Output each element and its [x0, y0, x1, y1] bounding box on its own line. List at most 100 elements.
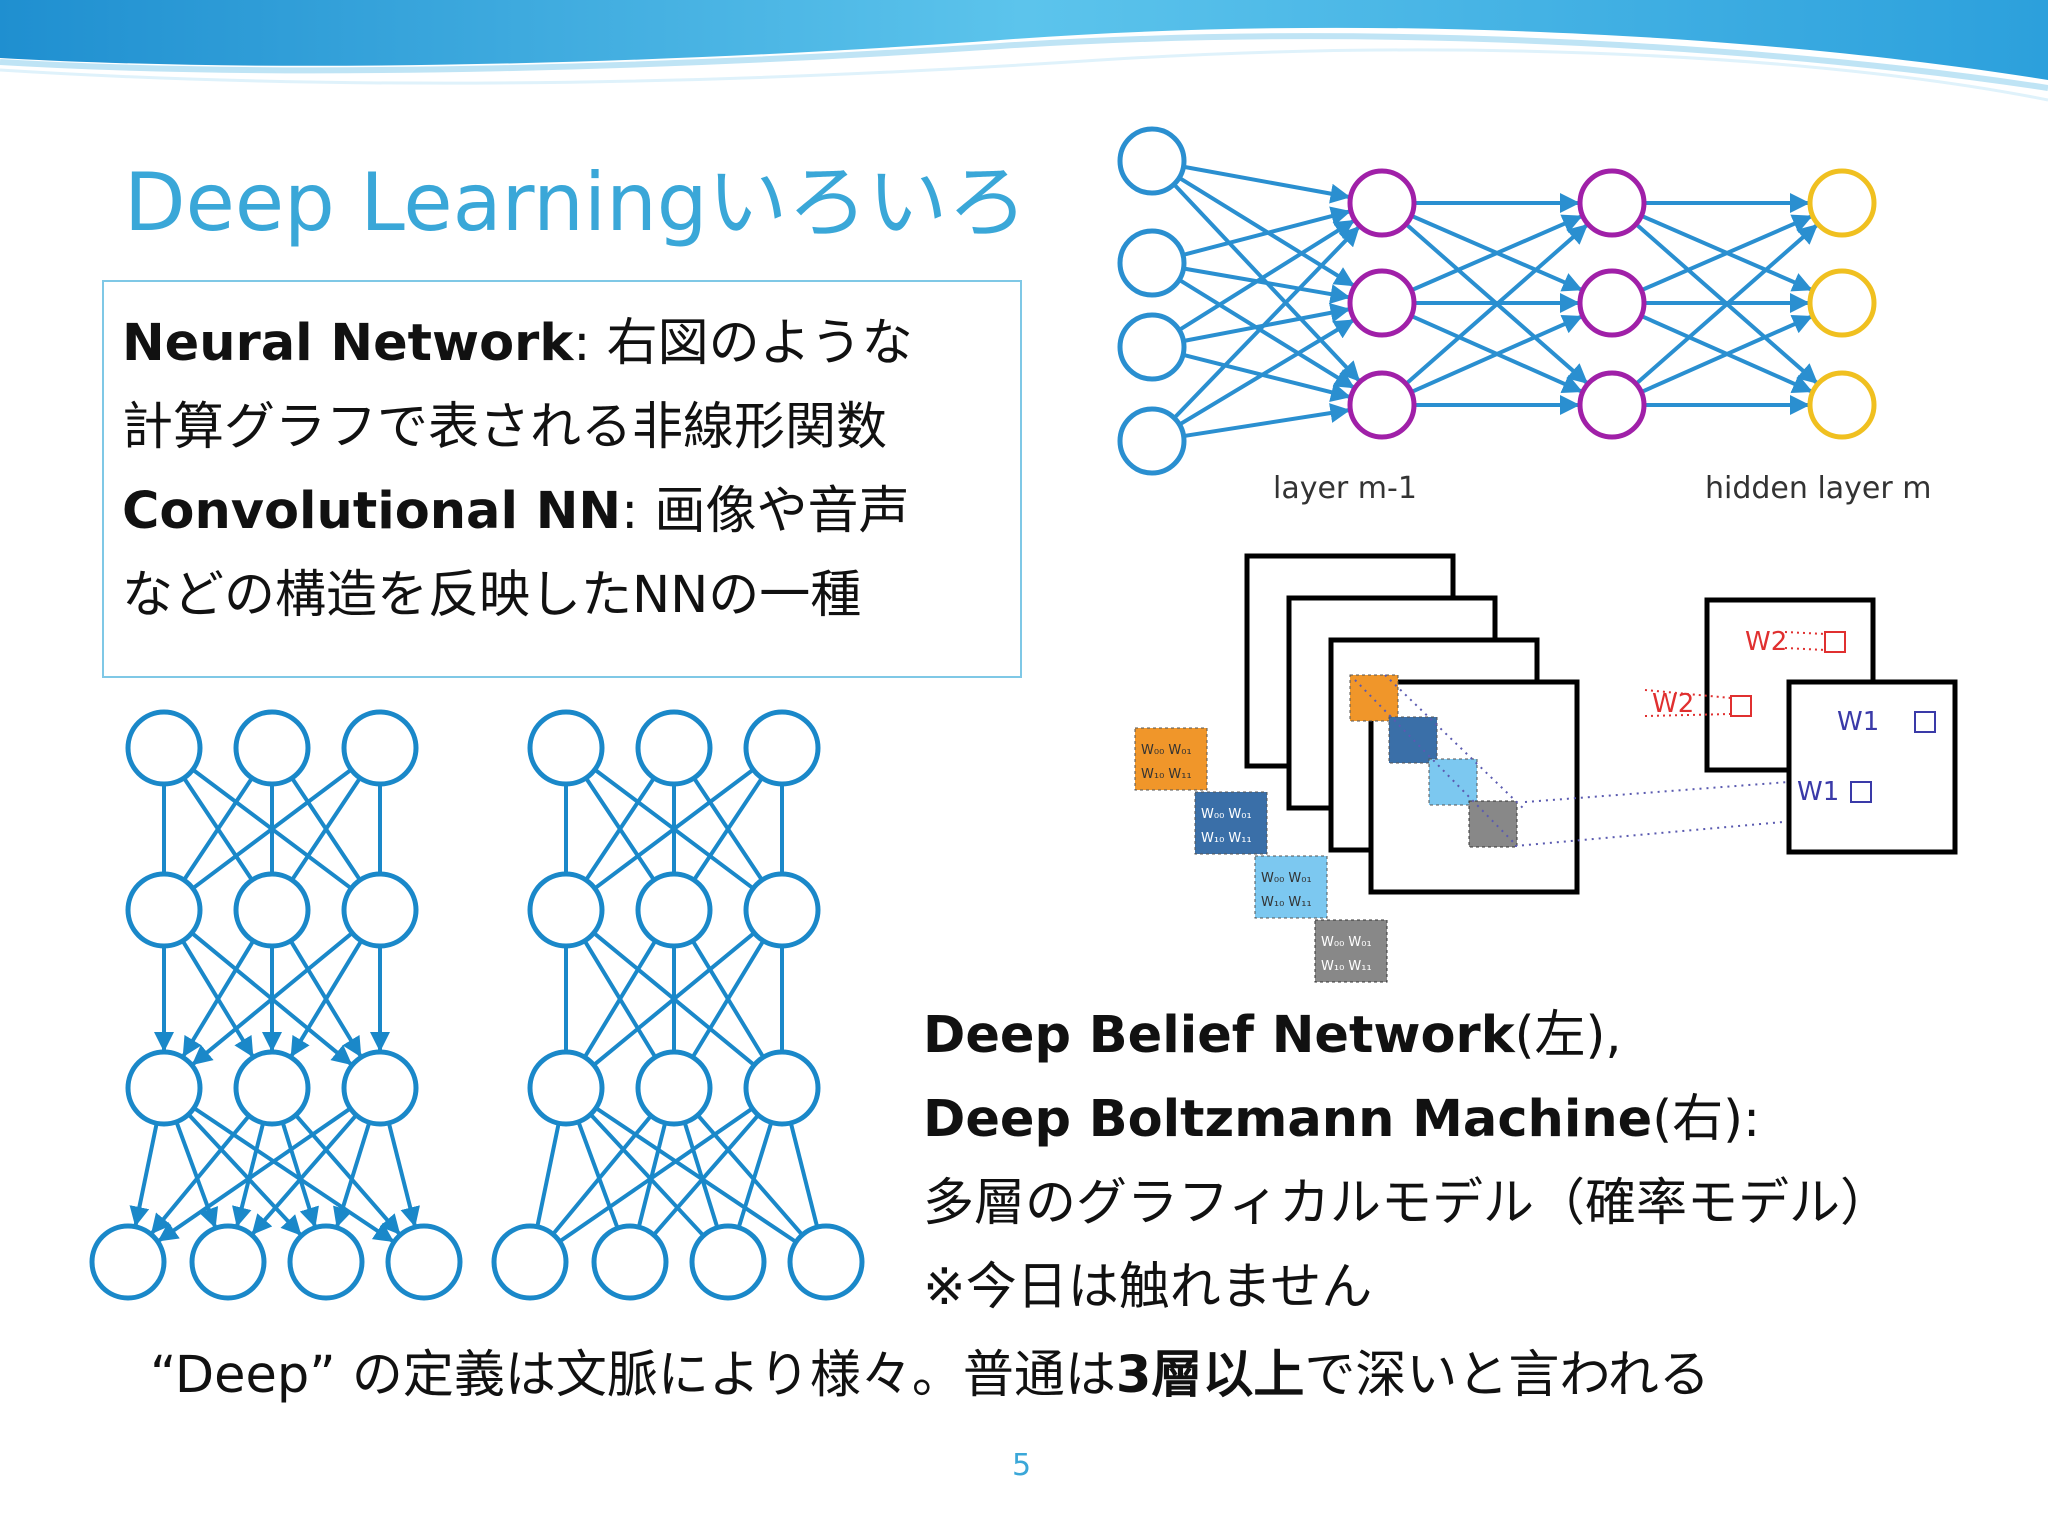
- cnn-term: Convolutional NN: [122, 482, 622, 541]
- mlp-edge: [1404, 223, 1588, 386]
- dbm-line: Deep Boltzmann Machine(右):: [923, 1094, 1760, 1145]
- input-node: [1117, 406, 1187, 476]
- cnn-desc: : 画像や音声: [621, 482, 910, 541]
- input-node: [1117, 126, 1187, 196]
- svg-text:W₀₀ W₀₁: W₀₀ W₀₁: [1261, 871, 1312, 886]
- dbn-node: [189, 1223, 267, 1301]
- dbm-node: [743, 1049, 821, 1127]
- nn-definition-line1: Neural Network: 右図のような: [122, 318, 913, 369]
- patch-gray: [1468, 800, 1518, 848]
- w1-label: W1: [1797, 777, 1839, 807]
- dbm-edge: [788, 1122, 819, 1226]
- mlp-edge: [1183, 403, 1351, 439]
- dbn-node: [287, 1223, 365, 1301]
- dbn-edge: [291, 776, 362, 880]
- dbm-node: [635, 709, 713, 787]
- dbn-node: [233, 871, 311, 949]
- header-wave: [0, 0, 2048, 102]
- dbn-edge: [157, 1106, 352, 1243]
- dbn-dbm-diagram: [89, 709, 865, 1301]
- svg-text:W₁₀ W₁₁: W₁₀ W₁₁: [1141, 767, 1192, 782]
- dbm-node: [491, 1223, 569, 1301]
- cnn-diagram: W₀₀ W₀₁ W₁₀ W₁₁ W₀₀ W₀₁ W₁₀ W₁₁ W₀₀ W₀₁ W₁₀…: [1134, 553, 1958, 983]
- dbn-node: [341, 709, 419, 787]
- output-node: [1807, 370, 1877, 440]
- dbn-node: [233, 1049, 311, 1127]
- dbm-edge: [737, 1121, 774, 1227]
- dbn-node: [125, 871, 203, 949]
- mlp-diagram: layer m-1 hidden layer m: [1117, 126, 1931, 506]
- svg-text:W₁₀ W₁₁: W₁₀ W₁₁: [1321, 959, 1372, 974]
- dbn-edge: [174, 1121, 219, 1229]
- svg-text:W₁₀ W₁₁: W₁₀ W₁₁: [1261, 895, 1312, 910]
- dbm-node: [591, 1223, 669, 1301]
- dbm-edge: [589, 1112, 704, 1236]
- dbm-edge: [637, 1122, 668, 1226]
- mlp-edge: [1634, 223, 1818, 386]
- nn-desc: : 右図のような: [573, 314, 913, 373]
- dbm-edge: [595, 767, 755, 889]
- dbm-node: [635, 1049, 713, 1127]
- mlp-edge: [1640, 214, 1813, 293]
- dbm-edge: [584, 939, 658, 1057]
- dbm-edge: [576, 1121, 619, 1228]
- dbn-edge: [251, 1113, 358, 1235]
- dbn-term: Deep Belief Network: [923, 1006, 1515, 1065]
- dbm-node: [743, 709, 821, 787]
- dbn-edge: [182, 939, 256, 1058]
- hidden-node: [1347, 370, 1417, 440]
- hidden-node: [1577, 268, 1647, 338]
- page-number: 5: [1012, 1448, 1032, 1483]
- dbn-edge: [183, 776, 254, 880]
- dbm-node: [527, 1049, 605, 1127]
- mlp-edge: [1183, 164, 1351, 204]
- dbm-edge: [535, 1122, 561, 1226]
- mlp-edge: [1178, 278, 1355, 389]
- dbm-edge: [693, 776, 764, 880]
- dbn-edge: [333, 1121, 372, 1228]
- dbm-node: [787, 1223, 865, 1301]
- patch-orange: [1349, 674, 1399, 722]
- label-hidden-layer-m: hidden layer m: [1705, 471, 1931, 506]
- dbn-node: [125, 1049, 203, 1127]
- w1-label: W1: [1837, 707, 1879, 737]
- dbn-edge: [192, 1106, 395, 1243]
- mlp-edge: [1183, 266, 1351, 304]
- cnn-definition-line1: Convolutional NN: 画像や音声: [122, 486, 909, 537]
- filter-weights: W₀₀ W₀₁ W₁₀ W₁₁ W₀₀ W₀₁ W₁₀ W₁₁ W₀₀ W₀₁ W₁₀…: [1134, 727, 1388, 983]
- label-layer-m-1: layer m-1: [1273, 471, 1417, 506]
- nn-definition-line2: 計算グラフで表される非線形関数: [122, 398, 888, 457]
- dbm-node: [743, 871, 821, 949]
- dbm-edge: [594, 1106, 796, 1243]
- mlp-edge: [1172, 226, 1360, 420]
- dbm-node: [527, 871, 605, 949]
- dbm-edge: [594, 931, 756, 1066]
- mlp-edge: [1178, 318, 1355, 427]
- dbn-edge: [280, 1121, 319, 1228]
- input-node: [1117, 312, 1187, 382]
- hidden-node: [1577, 370, 1647, 440]
- graphical-model-line: 多層のグラフィカルモデル（確率モデル）: [923, 1174, 1891, 1233]
- svg-text:W₁₀ W₁₁: W₁₀ W₁₁: [1201, 831, 1252, 846]
- dbm-node: [689, 1223, 767, 1301]
- dbm-side: (右):: [1652, 1090, 1761, 1149]
- dbn-edge: [232, 1122, 266, 1228]
- hidden-node: [1347, 268, 1417, 338]
- svg-text:W₀₀ W₀₁: W₀₀ W₀₁: [1141, 743, 1192, 758]
- slide-title: Deep Learningいろいろ: [124, 156, 1028, 249]
- dbn-edge: [150, 1114, 251, 1235]
- deep-def-suffix: で深いと言われる: [1304, 1346, 1710, 1405]
- output-node: [1807, 168, 1877, 238]
- dbm-edge: [552, 1114, 653, 1235]
- dbn-node: [89, 1223, 167, 1301]
- mlp-edge: [1182, 206, 1352, 257]
- deep-def-bold: 3層以上: [1115, 1346, 1305, 1405]
- hidden-node: [1347, 168, 1417, 238]
- dbn-side: (左),: [1514, 1006, 1622, 1065]
- dbm-term: Deep Boltzmann Machine: [923, 1090, 1653, 1149]
- input-node: [1117, 228, 1187, 298]
- svg-text:W₀₀ W₀₁: W₀₀ W₀₁: [1201, 807, 1252, 822]
- cnn-definition-line2: などの構造を反映したNNの一種: [122, 566, 862, 625]
- deep-def-prefix: “Deep” の定義は文脈により様々。普通は: [150, 1346, 1116, 1405]
- mlp-edge: [1410, 214, 1583, 293]
